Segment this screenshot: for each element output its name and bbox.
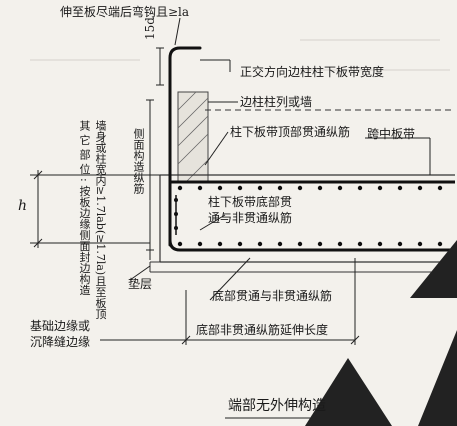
hook-dimension	[156, 47, 164, 86]
caption: 端部无外伸构造	[228, 398, 326, 414]
other-parts-line1: 其 它 部 位 : 按板边缘侧面封边构造	[78, 120, 91, 296]
middle-strip-label: 跨中板带	[367, 127, 416, 141]
edge-column-wall	[177, 91, 209, 183]
overlay-triangle-top	[410, 240, 457, 298]
bottom-bars-line1: 柱下板带底部贯	[208, 195, 293, 209]
extension-dimension	[181, 258, 360, 345]
orthogonal-band-label: 正交方向边柱柱下板带宽度	[240, 65, 385, 79]
hook-15d-label: 15d	[143, 17, 157, 40]
bottom-through-label: 底部贯通与非贯通纵筋	[212, 289, 333, 303]
background-ghost-lines	[30, 39, 450, 71]
bottom-bars-line2: 通与非贯通纵筋	[208, 211, 293, 225]
cushion-layer	[149, 261, 455, 273]
height-dimension	[30, 170, 160, 248]
overlay-triangle-mid	[305, 358, 392, 426]
slab-outline	[159, 174, 455, 263]
bar-dots	[174, 185, 443, 247]
foundation-edge-line1: 基础边缘或	[30, 319, 91, 333]
top-anchor-bar	[168, 46, 202, 247]
side-face-label: 侧面构造纵筋	[132, 128, 145, 194]
other-parts-dimension	[146, 99, 154, 260]
extension-length-label: 底部非贯通纵筋延伸长度	[196, 323, 329, 337]
height-label: h	[18, 198, 28, 214]
leader-lines	[129, 17, 431, 301]
top-bars-label: 柱下板带顶部贯通纵筋	[230, 125, 351, 139]
other-parts-line2: 墙身或柱宽内≥1.7lab(≥1.7la)且至板顶	[94, 120, 107, 320]
cushion-label: 垫层	[128, 277, 153, 291]
edge-column-label: 边柱柱列或墙	[240, 95, 313, 109]
foundation-edge-line2: 沉降缝边缘	[30, 335, 91, 349]
overlay-triangle-right	[418, 330, 457, 426]
top-anchor-label: 伸至板尽端后弯钩且≥la	[60, 5, 190, 19]
bottom-bar	[168, 225, 455, 252]
